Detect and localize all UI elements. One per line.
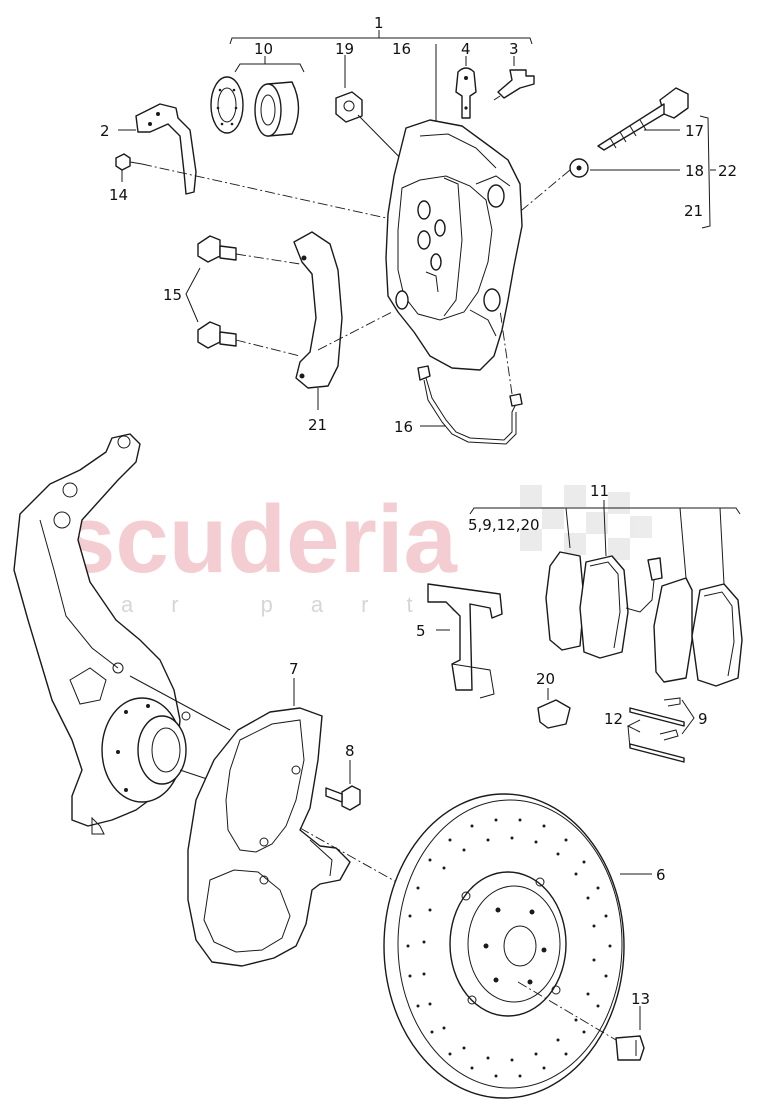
part-20-damper [537,688,571,729]
callout-9: 9 [698,710,708,728]
part-15-mounting-bolts [185,235,301,357]
callout-3: 3 [509,40,519,58]
callout-19: 19 [335,40,354,58]
callout-16-top: 16 [392,40,411,58]
callout-15: 15 [163,286,182,304]
callout-7: 7 [289,660,299,678]
callout-11: 11 [590,482,609,500]
callout-21-adapter: 21 [308,416,327,434]
callout-4: 4 [461,40,471,58]
part-14-bolt [115,153,387,219]
part-19-nut [335,55,421,179]
part-6-brake-disc [383,793,652,1099]
callout-13: 13 [631,990,650,1008]
callout-12: 12 [604,710,623,728]
bracket-1 [229,30,533,45]
callout-10: 10 [254,40,273,58]
part-1-brake-caliper [385,44,523,371]
part-11-pad-set [469,500,743,687]
callout-20: 20 [536,670,555,688]
callout-8: 8 [345,742,355,760]
callout-kit: 5,9,12,20 [468,516,540,534]
callout-17: 17 [685,122,704,140]
part-5-spring [427,583,503,699]
callout-6: 6 [656,866,666,884]
checkered-flag-logo [520,485,652,560]
disc-drill-holes [406,818,612,1078]
part-13-screw [615,1006,645,1061]
part-9-clips [659,697,695,741]
callout-labels: 1 2 3 4 5 6 7 8 9 10 11 12 13 14 15 16 1… [100,14,737,1008]
watermark-tagline: car parts [72,592,500,617]
callout-16-line: 16 [394,418,413,436]
watermark: scuderia car parts [62,485,652,617]
part-7-splash-shield [187,678,401,967]
callout-22: 22 [718,162,737,180]
watermark-brand: scuderia [62,486,457,593]
part-21-adapter [293,231,393,410]
part-16-brake-line [417,309,523,445]
part-17-caliper-bolt [597,87,689,151]
part-3-bleeder-screw [493,56,535,101]
part-2-bracket [118,103,197,195]
callout-1: 1 [374,14,384,32]
callout-2: 2 [100,122,110,140]
callout-21-right: 21 [684,202,703,220]
bracket-22 [699,115,716,229]
wheel-carrier [13,433,231,835]
part-18-washer [521,158,680,211]
part-12-pins [626,707,685,763]
callout-18: 18 [685,162,704,180]
part-8-bolt [325,760,361,811]
part-10-seal-kit [210,56,305,137]
callout-5: 5 [416,622,426,640]
callout-14: 14 [109,186,128,204]
part-4-bleeder-cap [455,56,477,119]
